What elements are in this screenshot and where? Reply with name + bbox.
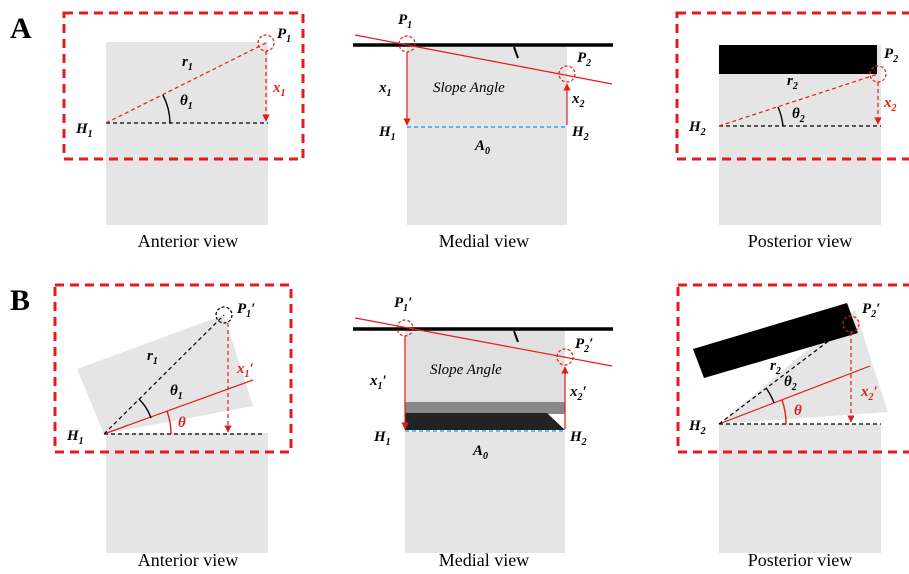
b-posterior-theta-arc: [781, 399, 787, 425]
b-posterior-p-label: P2′: [862, 301, 880, 320]
a-medial-caption: Medial view: [439, 231, 529, 251]
a-medial-slope-arc: [513, 46, 519, 59]
b-posterior-caption: Posterior view: [748, 550, 852, 570]
b-medial-a0-label: A0: [472, 443, 488, 462]
b-medial-h1-label: H1: [373, 429, 391, 448]
a-anterior-theta-label: θ1: [180, 93, 193, 112]
a-posterior-x-label: x2: [883, 95, 897, 114]
a-posterior-r-label: r2: [787, 73, 798, 92]
b-posterior-theta-label: θ: [794, 403, 802, 419]
b-anterior-view: P1′ r1 x1′ θ1 θ H1 Anterior view: [53, 283, 293, 570]
a-medial-h2-label: H2: [571, 124, 589, 143]
a-posterior-theta2-arc: [777, 106, 784, 127]
b-medial-x2-label: x2′: [569, 384, 587, 403]
a-posterior-highlight-box: [675, 11, 909, 161]
b-medial-p2-marker: [556, 348, 574, 366]
a-posterior-view: P2 r2 x2 θ2 H2 Posterior view: [675, 11, 909, 251]
a-anterior-view: P1 r1 x1 θ1 H1 Anterior view: [62, 11, 305, 251]
a-medial-x1-label: x1: [378, 80, 392, 99]
a-anterior-x-label: x1: [272, 80, 286, 99]
b-medial-caption: Medial view: [439, 550, 529, 570]
a-anterior-h-label: H1: [75, 121, 93, 140]
panel-letter-a: A: [10, 12, 32, 45]
b-anterior-p-label: P1′: [237, 301, 255, 320]
b-medial-p1-label: P1′: [394, 295, 412, 314]
b-anterior-radius-line: [103, 314, 225, 435]
a-anterior-radius-line: [105, 42, 267, 124]
b-posterior-theta2-label: θ2: [784, 374, 797, 393]
a-posterior-knee-block: [719, 45, 881, 225]
b-medial-x1-label: x1′: [369, 373, 387, 392]
a-anterior-highlight-box: [62, 11, 305, 161]
b-medial-view: P1′ P2′ Slope Angle x1′ x2′ H1 H2 A0 Med…: [353, 295, 613, 570]
b-medial-upper-block: [405, 329, 565, 404]
b-posterior-highlight-box: [676, 283, 909, 454]
a-medial-p2-label: P2: [577, 50, 591, 69]
b-posterior-view: P2′ r2 θ2 x2′ θ H2 Posterior view: [676, 283, 909, 570]
b-anterior-theta1-arc: [138, 398, 152, 419]
b-anterior-p1-marker: [215, 306, 233, 324]
b-posterior-h-label: H2: [688, 418, 706, 437]
b-posterior-tilt-line: [718, 365, 871, 425]
b-anterior-tilted-block: [77, 315, 253, 434]
b-anterior-caption: Anterior view: [138, 550, 238, 570]
b-medial-black-wedge: [405, 413, 565, 430]
a-posterior-p-label: P2: [884, 46, 898, 65]
b-medial-slope-label: Slope Angle: [430, 362, 502, 378]
b-anterior-theta-arc: [166, 410, 172, 435]
b-anterior-r-label: r1: [147, 348, 158, 367]
a-medial-h1-label: H1: [378, 124, 396, 143]
a-medial-p2-marker: [558, 65, 576, 83]
b-posterior-r-label: r2: [770, 358, 781, 377]
a-medial-view: P1 P2 Slope Angle x1 x2 H1 H2 A0 Medial …: [353, 12, 613, 251]
b-medial-lower-block: [405, 432, 565, 553]
b-posterior-bar: [693, 303, 858, 378]
b-posterior-tilted-block: [719, 310, 888, 424]
b-anterior-highlight-box: [53, 283, 293, 454]
b-anterior-x-label: x1′: [236, 361, 254, 380]
b-anterior-theta1-label: θ1: [170, 383, 183, 402]
b-posterior-x-label: x2′: [860, 384, 878, 403]
a-anterior-r-label: r1: [182, 54, 193, 73]
b-posterior-knee-block: [719, 424, 881, 553]
b-anterior-h-label: H1: [66, 428, 84, 447]
a-anterior-p-label: P1: [277, 26, 291, 45]
a-anterior-knee-block: [106, 42, 268, 225]
a-medial-a0-label: A0: [474, 138, 490, 157]
a-posterior-theta-label: θ2: [792, 106, 805, 125]
a-posterior-h-label: H2: [688, 119, 706, 138]
b-medial-grey-wedge: [405, 402, 565, 414]
b-medial-p2-label: P2′: [575, 336, 593, 355]
a-posterior-caption: Posterior view: [748, 231, 852, 251]
panel-letter-b: B: [10, 284, 30, 317]
a-posterior-bar: [719, 45, 877, 74]
a-medial-slope-label: Slope Angle: [433, 80, 505, 96]
a-medial-slope-line: [354, 34, 613, 85]
a-medial-p1-label: P1: [398, 12, 412, 31]
a-anterior-theta1-arc: [162, 94, 171, 124]
a-medial-knee-block: [407, 45, 567, 225]
a-anterior-caption: Anterior view: [138, 231, 238, 251]
b-anterior-theta-label: θ: [178, 415, 186, 431]
b-medial-slope-arc: [513, 330, 519, 343]
b-medial-h2-label: H2: [569, 429, 587, 448]
a-medial-x2-label: x2: [571, 91, 585, 110]
b-posterior-theta2-arc: [765, 387, 775, 404]
